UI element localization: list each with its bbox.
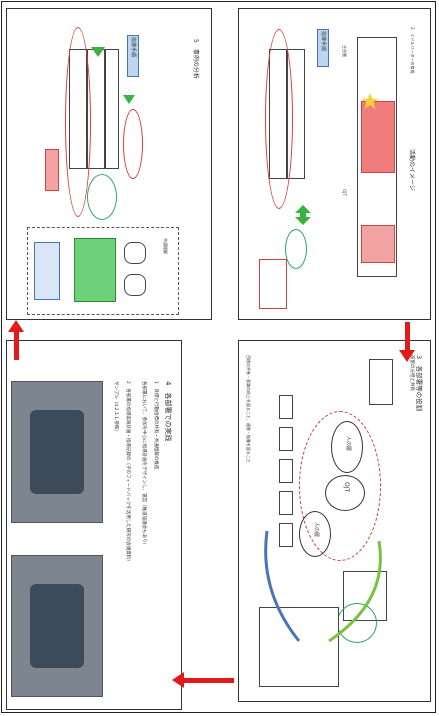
slide-activity-image: 活動のイメージ 2 ミドルリーダーの育成 指導手順 主任層 OJT bbox=[238, 8, 431, 320]
highlight-oval-red-small bbox=[123, 109, 143, 179]
role-circle bbox=[299, 411, 381, 561]
slide-practice: 4 各部署での実践 1 目標と行動指標の共有・共通理解の推進 各部署において、参… bbox=[6, 340, 182, 710]
slide-case-analysis: 5 事例の分析 指導手順 共通理解 bbox=[6, 8, 212, 320]
step-badge-label: 指導手順 bbox=[130, 37, 136, 58]
cycle-arrows bbox=[264, 530, 382, 643]
red-note-box bbox=[259, 259, 287, 309]
highlight-oval-green bbox=[285, 229, 307, 269]
step-badge bbox=[127, 35, 139, 77]
detail-node bbox=[124, 242, 146, 264]
highlight-oval-red bbox=[265, 29, 293, 209]
body-line: 各部署において、参加を中心に指導計画をデザインし、運営（推進協議会もあり） bbox=[141, 381, 146, 548]
slide-heading: 4 各部署での実践 bbox=[164, 381, 172, 442]
footer-text: 目標の共有・意識の向上を図ること、連携・協働を図ること bbox=[246, 355, 251, 463]
dashed-detail-box: 共通理解 bbox=[27, 227, 179, 315]
detail-green-box bbox=[74, 238, 116, 302]
slide-heading: 5 事例の分析 bbox=[192, 39, 199, 79]
classroom-photo bbox=[11, 381, 103, 523]
detail-node bbox=[124, 274, 146, 296]
green-arrow-icon bbox=[123, 95, 135, 104]
oval-right: 人の層 bbox=[299, 511, 331, 557]
highlight-cell bbox=[361, 225, 395, 263]
step-badge bbox=[317, 29, 329, 67]
classroom-photo bbox=[11, 555, 103, 697]
highlight-oval-green bbox=[87, 174, 117, 220]
sub-label: 2 ミドルリーダーの育成 bbox=[410, 27, 415, 74]
slide-roles: 3 各部署等の役割 役割の分担と共有 人の層 OJT 人の層 目標の共有・意識の… bbox=[238, 340, 431, 702]
highlight-oval-red bbox=[65, 27, 91, 217]
double-arrow-icon bbox=[295, 205, 311, 225]
bottom-list-box bbox=[259, 607, 339, 687]
step-badge-label: 指導手順 bbox=[320, 31, 326, 52]
green-arrow-icon bbox=[91, 47, 105, 57]
top-note-box bbox=[369, 359, 393, 405]
item-b: OJT bbox=[342, 189, 347, 196]
detail-box-label: 共通理解 bbox=[163, 238, 168, 254]
oval-left: 人の層 bbox=[331, 421, 363, 473]
body-line: 2 各部署の指導実践計画・指導記録の（子のフィードバックを活用した研究の会議資料… bbox=[125, 381, 130, 564]
body-line: サンプル（4.2.1.1.参照） bbox=[113, 381, 118, 435]
pink-note bbox=[45, 149, 59, 191]
oval-center: OJT bbox=[325, 475, 365, 511]
slide-heading: 活動のイメージ bbox=[408, 149, 415, 191]
highlight-cell bbox=[361, 101, 395, 173]
item-a: 主任層 bbox=[342, 45, 347, 57]
detail-blue-box bbox=[34, 242, 60, 300]
body-line: 1 目標と行動指標の共有・共通理解の推進 bbox=[153, 381, 158, 470]
